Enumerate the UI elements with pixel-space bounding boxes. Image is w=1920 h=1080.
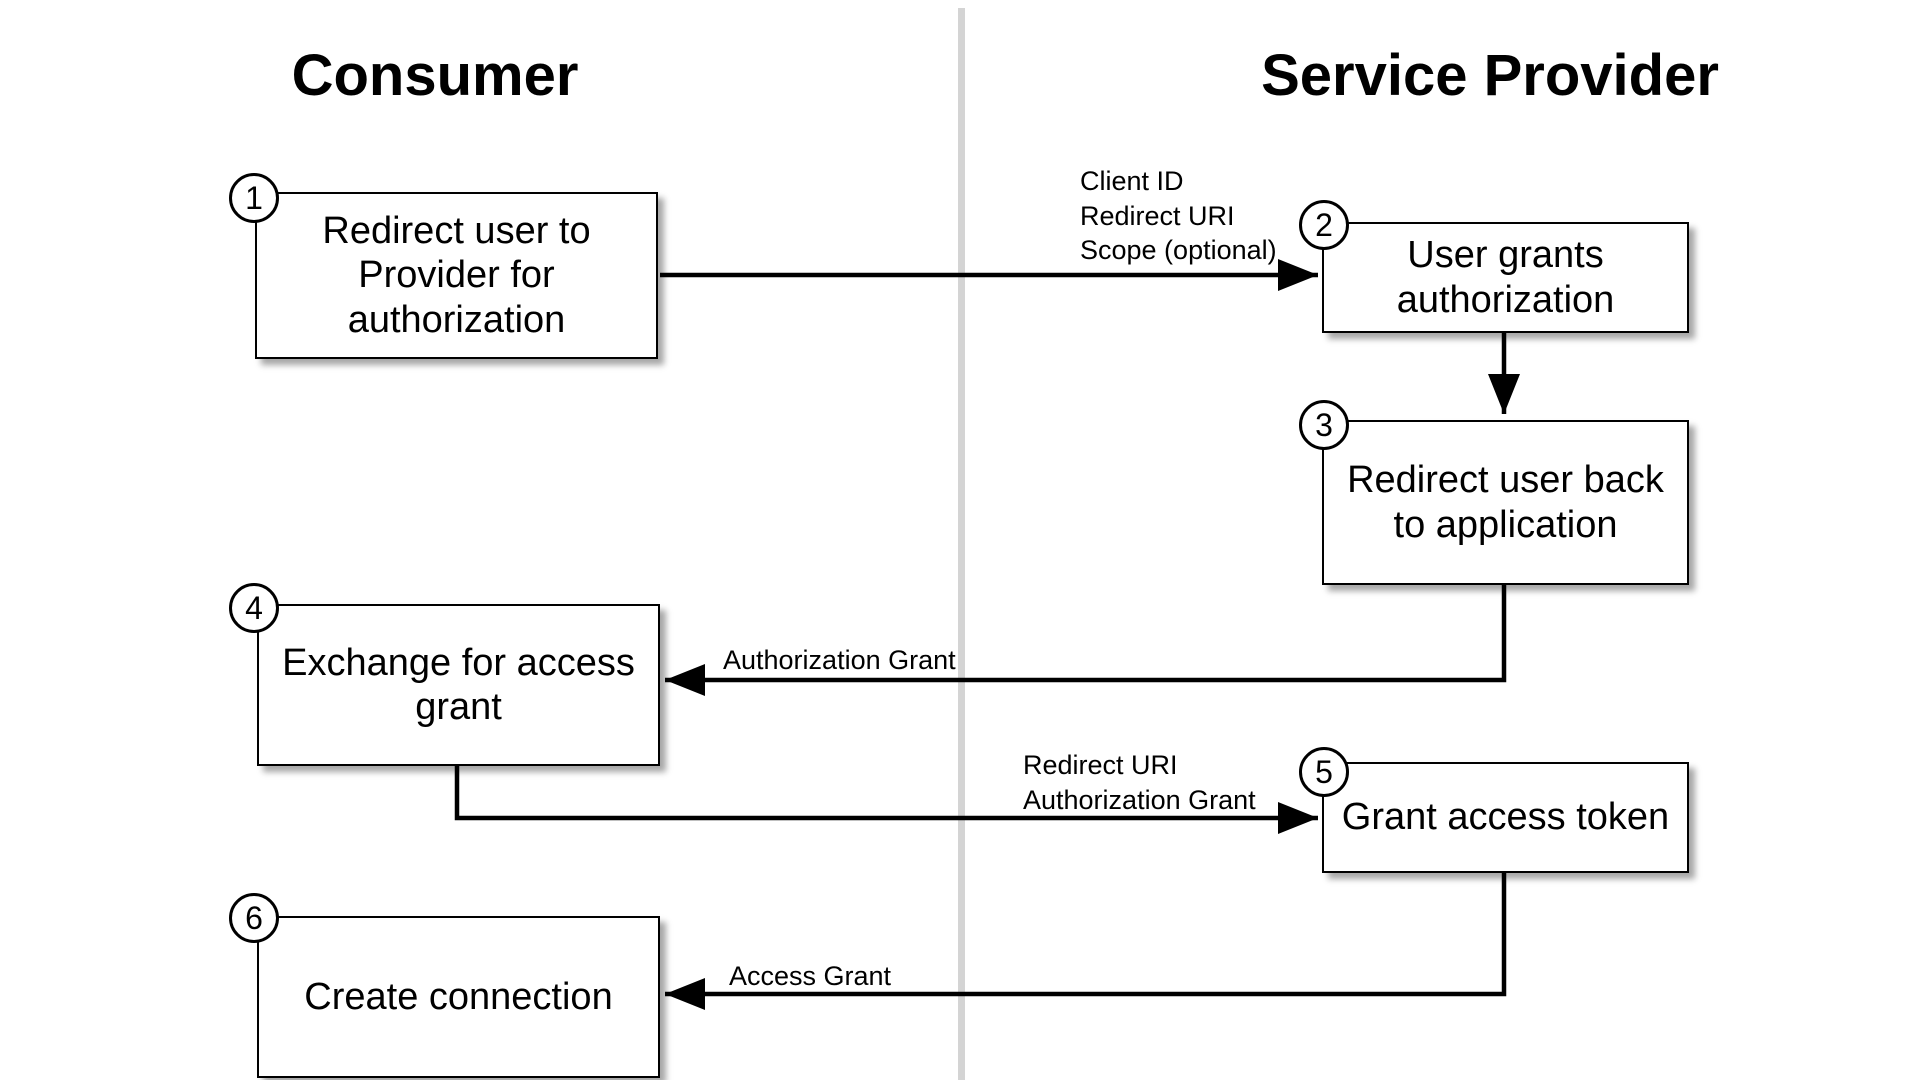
step-badge-6: 6 bbox=[229, 893, 279, 943]
step-box-2: User grants authorization bbox=[1322, 222, 1689, 333]
arrow-step3-to-step4 bbox=[665, 585, 1507, 696]
step-badge-4: 4 bbox=[229, 583, 279, 633]
edge-label-authorization-grant: Authorization Grant bbox=[723, 645, 956, 675]
step-box-5: Grant access token bbox=[1322, 762, 1689, 873]
arrow-step5-to-step6 bbox=[665, 873, 1507, 1010]
step-badge-2: 2 bbox=[1299, 200, 1349, 250]
step-box-3: Redirect user back to application bbox=[1322, 420, 1689, 585]
step-badge-3: 3 bbox=[1299, 400, 1349, 450]
step-box-1: Redirect user to Provider for authorizat… bbox=[255, 192, 658, 359]
step-box-6: Create connection bbox=[257, 916, 660, 1078]
edge-label-redirect-grant: Redirect URI Authorization Grant bbox=[1023, 750, 1256, 815]
lane-divider bbox=[958, 8, 965, 1080]
arrow-step4-to-step5 bbox=[454, 766, 1318, 834]
lane-title-service-provider: Service Provider bbox=[1261, 43, 1719, 108]
step-box-4: Exchange for access grant bbox=[257, 604, 660, 766]
edge-label-access-grant: Access Grant bbox=[729, 961, 892, 991]
step-badge-1: 1 bbox=[229, 173, 279, 223]
lane-title-consumer: Consumer bbox=[291, 43, 579, 108]
edge-label-client-params: Client ID Redirect URI Scope (optional) bbox=[1080, 166, 1277, 266]
step-badge-5: 5 bbox=[1299, 747, 1349, 797]
